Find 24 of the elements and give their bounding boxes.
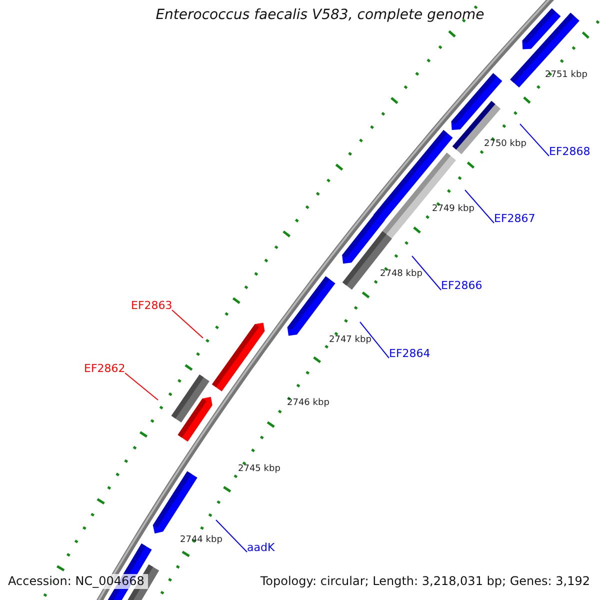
scale-label: 2750 kbp bbox=[484, 140, 526, 150]
gene-label: EF2863 bbox=[131, 300, 172, 312]
scale-label: 2745 kbp bbox=[238, 465, 280, 475]
scale-label: 2748 kbp bbox=[380, 270, 422, 280]
scale-label: 2749 kbp bbox=[432, 205, 474, 215]
scale-label: 2747 kbp bbox=[329, 336, 372, 346]
scale-label: 2744 kbp bbox=[180, 536, 222, 546]
gene-label: aadK bbox=[247, 542, 275, 554]
gene-label: EF2862 bbox=[84, 363, 126, 376]
gene-label: EF2866 bbox=[441, 280, 482, 292]
gene-label: EF2864 bbox=[389, 348, 430, 360]
gene-label: EF2867 bbox=[494, 213, 536, 226]
scale-label: 2746 kbp bbox=[287, 399, 330, 409]
leader-line bbox=[520, 124, 550, 156]
leader-line bbox=[360, 322, 390, 358]
leader-line bbox=[464, 190, 494, 224]
genome-stats-text: Topology: circular; Length: 3,218,031 bp; Genes: 3,192 bbox=[260, 575, 590, 588]
leader-line bbox=[412, 256, 442, 290]
title: Enterococcus faecalis V583, complete genome bbox=[156, 7, 484, 23]
leader-line bbox=[172, 310, 204, 338]
leader-line bbox=[216, 520, 248, 552]
scale-label: 2751 kbp bbox=[545, 71, 588, 81]
gene-label: EF2868 bbox=[549, 146, 590, 158]
leader-line bbox=[124, 372, 158, 400]
